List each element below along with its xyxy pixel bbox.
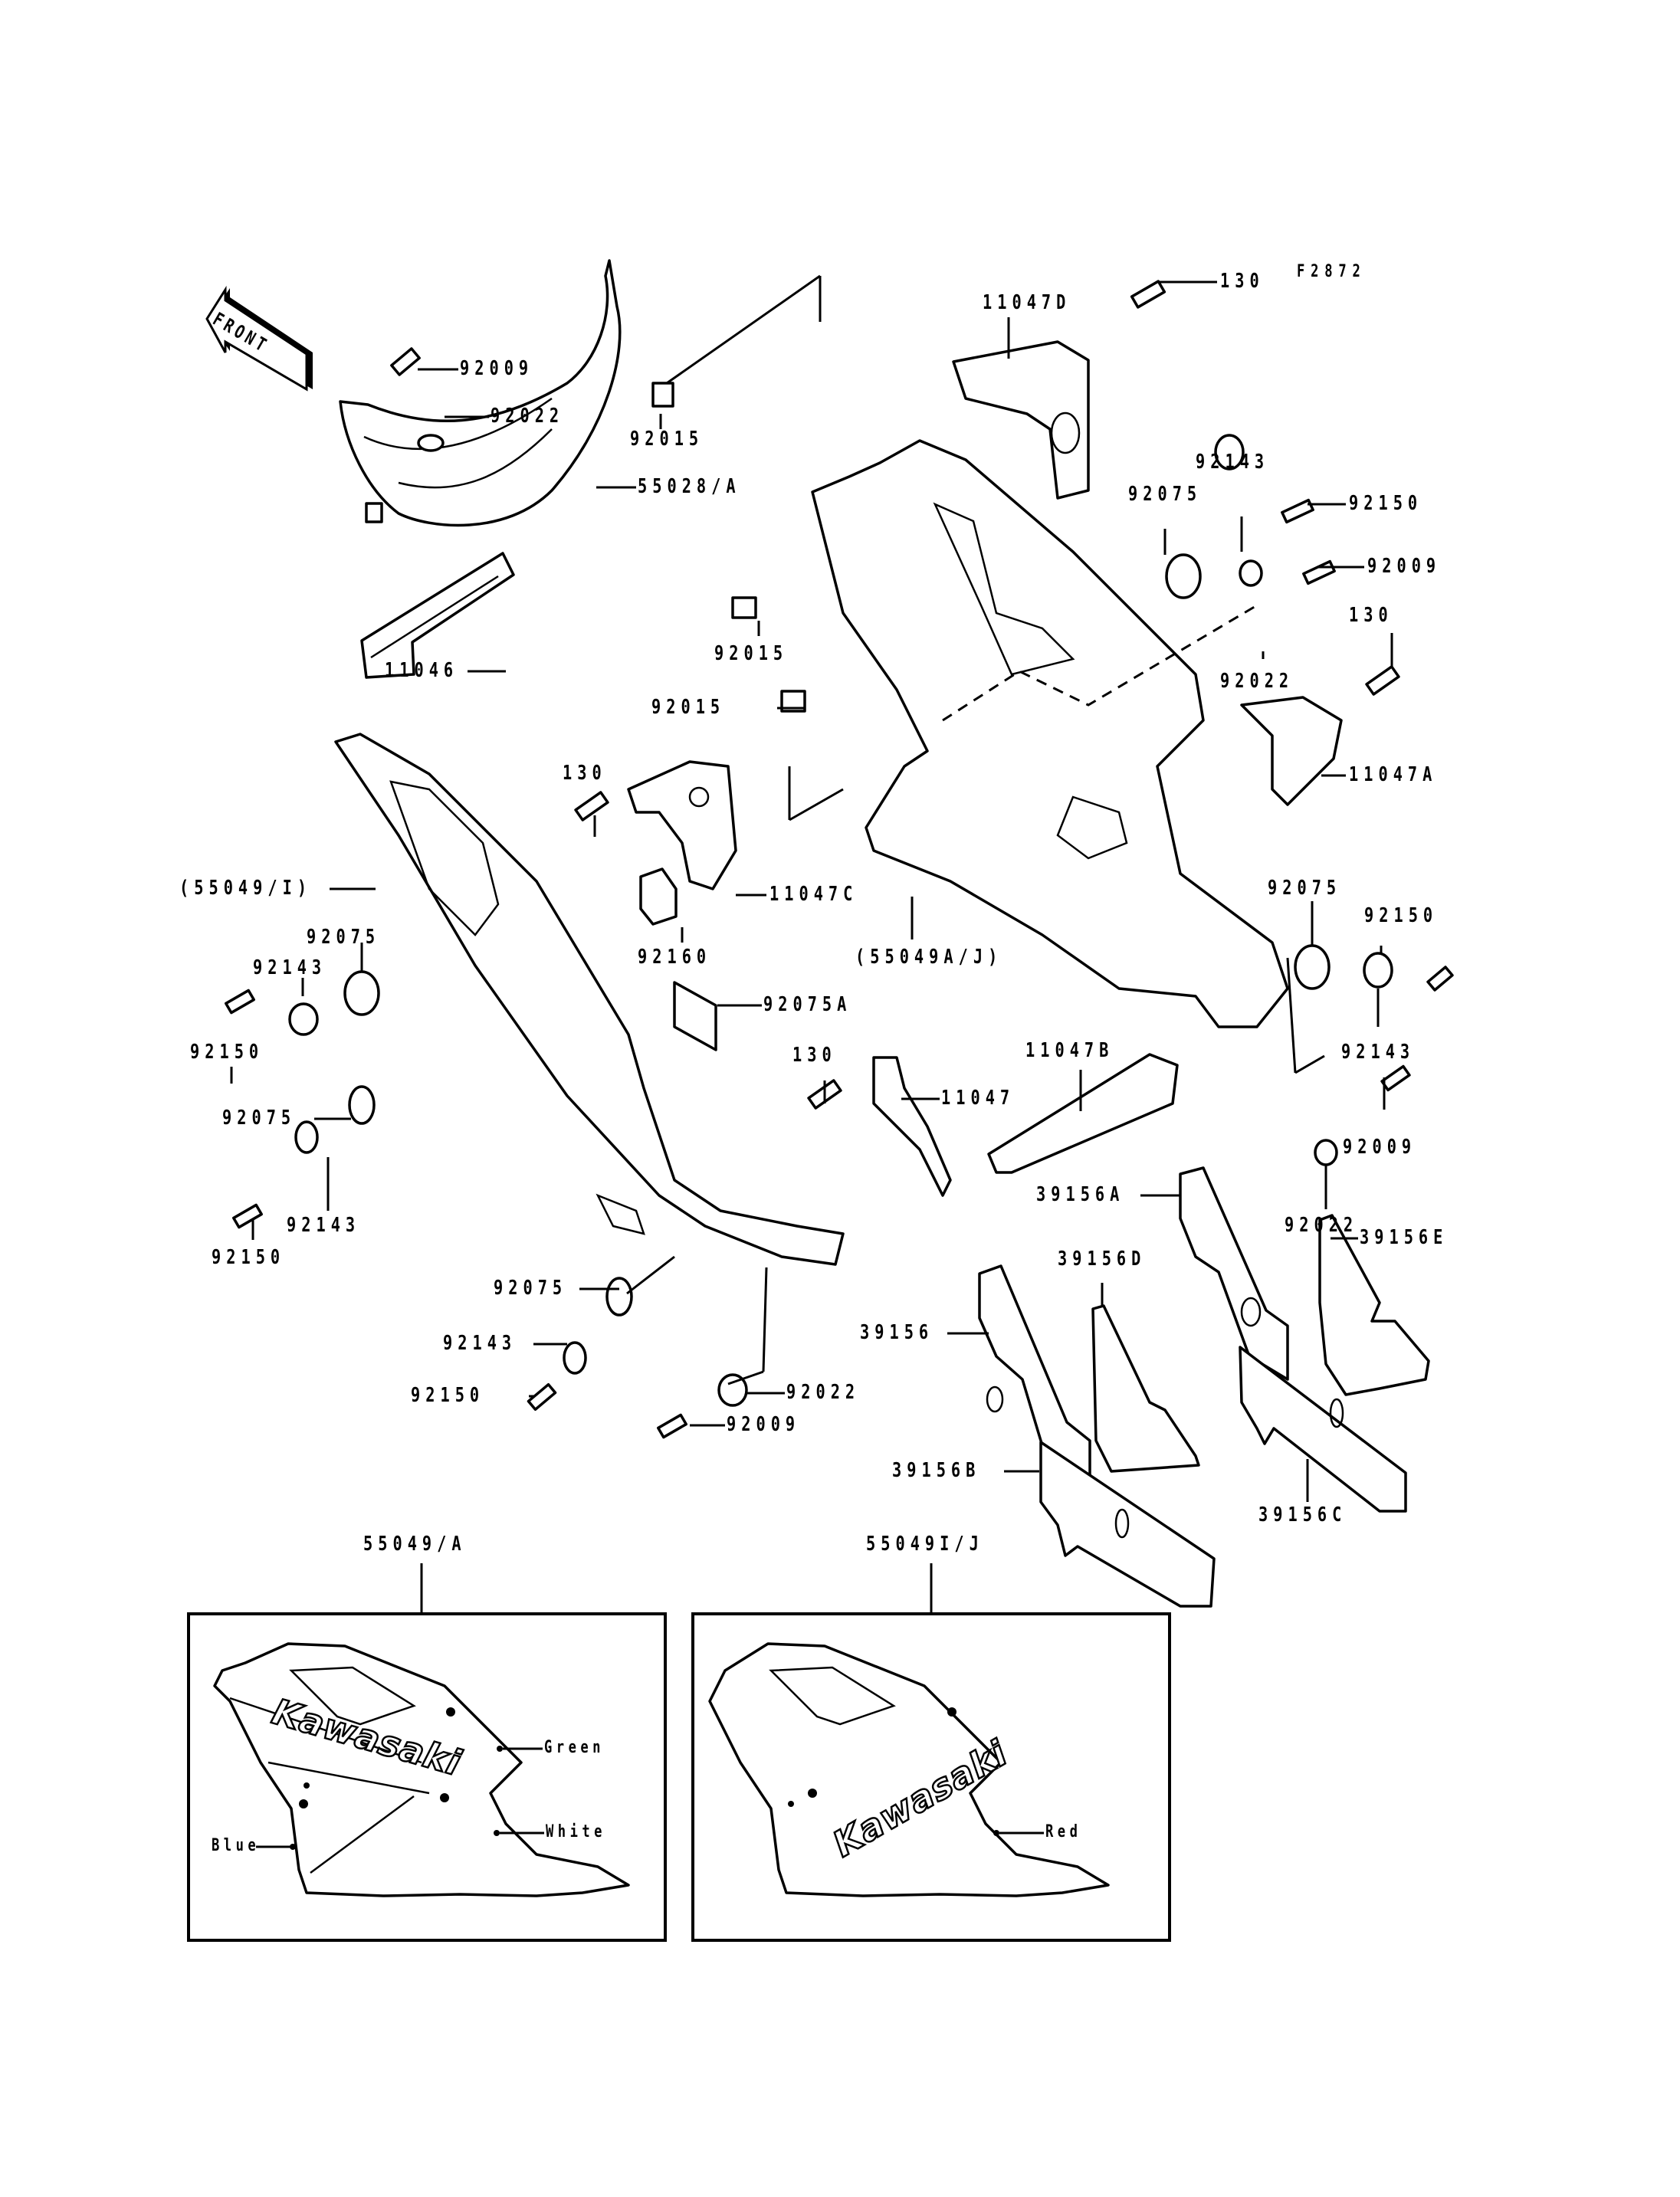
callout-label[interactable]: 92143: [443, 1332, 517, 1355]
color-label-blue: Blue: [212, 1836, 261, 1855]
part-55028a-cowl: [339, 259, 622, 527]
part-11047c-bracket: [627, 760, 737, 890]
inset-title-55049ij[interactable]: 55049I/J: [866, 1533, 984, 1556]
part-55049i-cowl: [334, 733, 845, 1266]
callout-label[interactable]: 92143: [253, 956, 327, 979]
callout-label[interactable]: 92009: [1367, 555, 1442, 578]
color-label-red: Red: [1045, 1822, 1082, 1841]
callout-label[interactable]: 11046: [385, 659, 459, 682]
figure-code: F2872: [1297, 262, 1367, 281]
callout-label[interactable]: 92075A: [763, 993, 852, 1016]
callout-label[interactable]: 92022: [1220, 670, 1294, 693]
callout-label[interactable]: 92160: [638, 946, 712, 969]
callout-label[interactable]: 130: [1220, 270, 1265, 293]
callout-label[interactable]: 92075: [222, 1107, 297, 1130]
callout-label[interactable]: 92075: [494, 1277, 568, 1300]
callout-label[interactable]: 11047D: [983, 291, 1071, 314]
callout-label[interactable]: 39156B: [892, 1459, 981, 1482]
callout-label[interactable]: 92143: [1196, 451, 1270, 474]
callout-label[interactable]: 130: [563, 762, 607, 785]
color-label-white: White: [546, 1822, 606, 1841]
callout-label[interactable]: 92150: [1364, 904, 1439, 927]
callout-label[interactable]: 92150: [212, 1246, 286, 1269]
callout-label[interactable]: 39156C: [1258, 1503, 1347, 1526]
callout-label[interactable]: 55028/A: [638, 475, 741, 498]
grommet-icons: [288, 434, 1393, 1407]
callout-label[interactable]: 92075: [307, 926, 381, 949]
callout-label[interactable]: 92015: [651, 696, 726, 719]
callout-label[interactable]: 39156E: [1360, 1226, 1449, 1249]
callout-label[interactable]: 92009: [727, 1413, 801, 1436]
pad-92160: [639, 867, 678, 926]
callout-label[interactable]: 130: [792, 1044, 837, 1067]
part-11047a-bracket: [1240, 696, 1343, 806]
callout-label[interactable]: 39156A: [1036, 1183, 1125, 1206]
callout-label[interactable]: 92022: [786, 1381, 861, 1404]
part-55049aj-cowl: [811, 439, 1289, 1028]
shim-39156: [978, 1264, 1091, 1487]
part-11047b-bracket: [987, 1053, 1179, 1174]
shim-39156c: [1239, 1346, 1407, 1513]
callout-label[interactable]: 92143: [287, 1214, 361, 1237]
callout-label[interactable]: 11047: [941, 1087, 1016, 1110]
part-11047d-bracket: [952, 340, 1090, 500]
callout-label[interactable]: (55049A/J): [855, 946, 1003, 969]
callout-label[interactable]: 92015: [630, 428, 704, 451]
part-11046-bracket: [360, 552, 515, 679]
callout-label[interactable]: 39156D: [1058, 1248, 1147, 1271]
callout-label[interactable]: 92022: [491, 405, 565, 428]
callout-label[interactable]: 92009: [1343, 1136, 1417, 1159]
inset-55049a: [187, 1563, 667, 1942]
callout-label[interactable]: 92150: [190, 1041, 264, 1064]
leader-lines: [230, 274, 1393, 1502]
callout-label[interactable]: 11047C: [769, 883, 858, 906]
shim-39156a: [1179, 1166, 1289, 1381]
callout-label[interactable]: 92150: [411, 1384, 485, 1407]
pad-92075a: [673, 981, 717, 1051]
callout-label[interactable]: 11047A: [1349, 763, 1438, 786]
callout-label[interactable]: 92022: [1285, 1214, 1359, 1237]
callout-label[interactable]: 11047B: [1025, 1039, 1114, 1062]
inset-title-55049a[interactable]: 55049/A: [363, 1533, 467, 1556]
callout-label[interactable]: (55049/I): [179, 877, 313, 900]
callout-label[interactable]: 92009: [460, 357, 534, 380]
callout-label[interactable]: 92015: [714, 642, 789, 665]
callout-label[interactable]: 92150: [1349, 492, 1423, 515]
callout-label[interactable]: 92075: [1128, 483, 1203, 506]
callout-label[interactable]: 92075: [1268, 877, 1342, 900]
part-11047-bracket: [872, 1056, 952, 1197]
inset-55049ij: [691, 1563, 1171, 1942]
callout-label[interactable]: 92143: [1341, 1041, 1416, 1064]
shim-39156e: [1318, 1214, 1430, 1396]
callout-label[interactable]: 130: [1349, 604, 1393, 627]
front-arrow-icon: [205, 285, 313, 392]
callout-label[interactable]: 39156: [860, 1321, 934, 1344]
shim-39156d: [1091, 1304, 1200, 1473]
color-label-green: Green: [544, 1738, 605, 1757]
shim-39156b: [1039, 1441, 1216, 1608]
